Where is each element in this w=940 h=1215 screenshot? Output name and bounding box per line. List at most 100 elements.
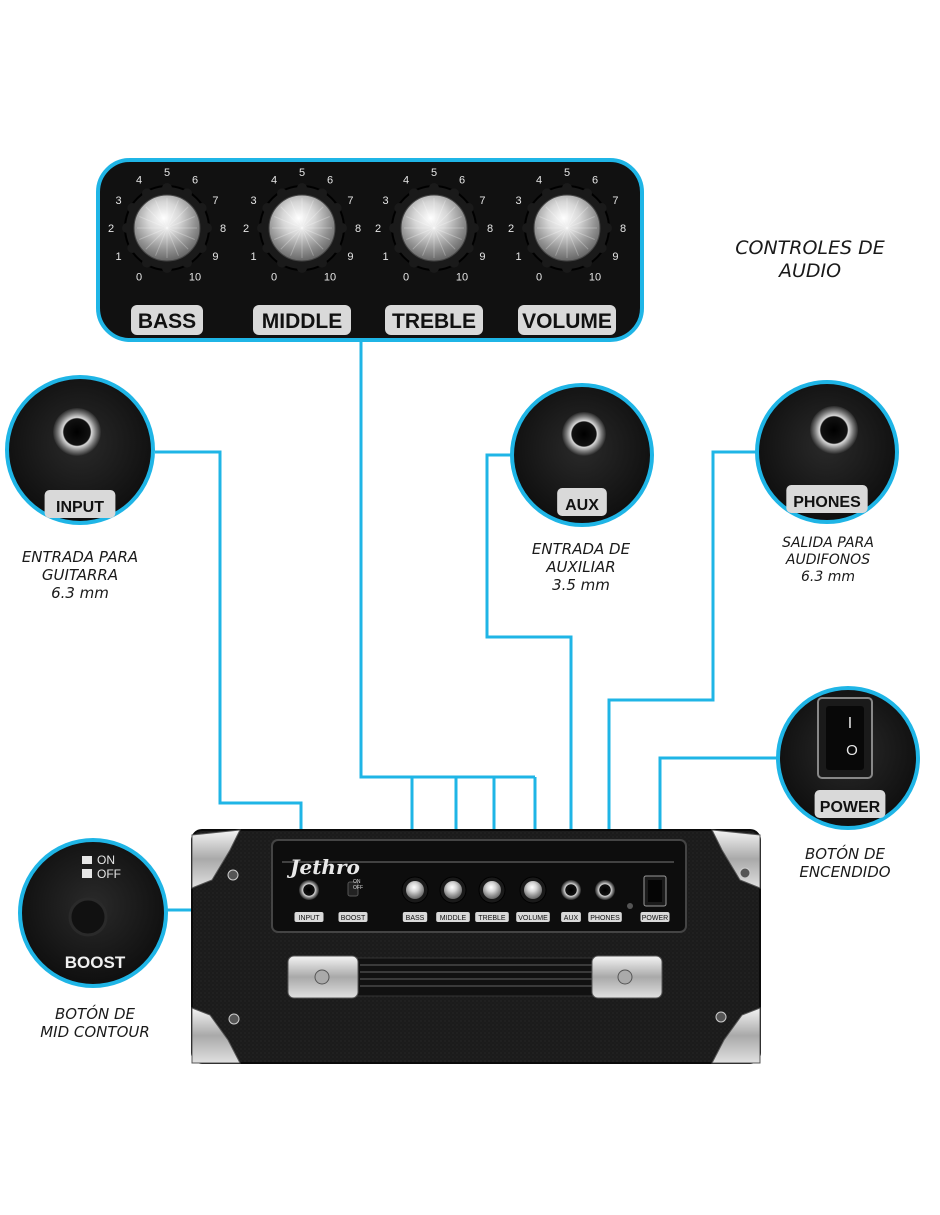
panel-power[interactable]: POWER [640,875,670,922]
panel-middle[interactable]: MIDDLE [436,876,470,922]
input-zoom-circle: INPUT [5,375,155,525]
panel-volume[interactable]: VOLUME [516,876,550,922]
dial-number: 0 [136,271,142,283]
knob-label-plate [131,305,203,335]
dial-number: 5 [164,167,170,179]
dial-number: 9 [347,251,353,263]
dial-number: 1 [115,251,121,263]
aux-zoom-circle: AUX [510,383,654,527]
panel-phones[interactable]: PHONES [588,880,622,922]
jack-icon [561,880,581,900]
dial-number: 8 [487,223,493,235]
panel-label: BASS [406,915,425,922]
panel-label-plate [561,912,581,922]
panel-label: TREBLE [478,915,506,922]
knob-label: BASS [138,310,196,333]
dial-number: 3 [250,195,256,207]
corner-screws [227,867,751,1025]
dial-number: 2 [508,223,514,235]
knob-label: VOLUME [522,310,612,333]
dial-number: 4 [271,175,277,187]
circle-label-plate [814,790,886,818]
panel-label: PHONES [590,915,620,922]
knob-icon [524,881,542,899]
panel-input[interactable]: INPUT [294,880,324,922]
dial-number: 6 [592,175,598,187]
boost-on-label: ON [97,853,115,867]
panel-label-plate [402,912,428,922]
dial-number: 9 [212,251,218,263]
circle-label: BOOST [65,953,126,972]
jack-icon [53,408,101,456]
circle-label: PHONES [793,494,861,511]
circle-label: POWER [820,799,881,816]
dial-number: 6 [459,175,465,187]
dial-number: 7 [212,195,218,207]
svg-text:ON: ON [353,879,361,885]
dial-number: 2 [108,223,114,235]
knob-icon [406,881,424,899]
panel-label: POWER [642,915,668,922]
audio-controls-panel: 012345678910BASS012345678910MIDDLE012345… [96,158,644,342]
boost-button-icon [68,897,108,937]
dial-number: 2 [243,223,249,235]
dial-number: 5 [431,167,437,179]
brand-logo: Jethro [286,855,360,879]
panel-bass[interactable]: BASS [401,876,429,922]
power-zoom-circle: IO POWER [776,686,920,830]
dial-number: 3 [115,195,121,207]
jack-icon [562,412,606,456]
panel-label-plate [436,912,470,922]
dial-number: 7 [479,195,485,207]
circle-label: INPUT [56,499,104,516]
jack-icon [299,880,319,900]
circle-label-plate [786,485,868,513]
dial-number: 9 [479,251,485,263]
panel-label-plate [475,912,509,922]
dial-number: 2 [375,223,381,235]
knob-icon [444,881,462,899]
dial-number: 8 [355,223,361,235]
knob-icon [483,881,501,899]
boost-switch-icon [347,881,359,897]
knob-cap [268,194,336,262]
dial-number: 3 [382,195,388,207]
panel-label: AUX [564,915,579,922]
dial-number: 4 [136,175,142,187]
control-panel [271,839,687,933]
dial-number: 4 [403,175,409,187]
panel-aux[interactable]: AUX [561,880,581,922]
jack-icon [810,406,858,454]
dial-number: 1 [250,251,256,263]
knob-label-plate [385,305,483,335]
dial-number: 0 [536,271,542,283]
dial-number: 3 [515,195,521,207]
dial-number: 4 [536,175,542,187]
panel-label-plate [338,912,368,922]
dial-number: 7 [347,195,353,207]
dial-number: 0 [403,271,409,283]
knob-cap [400,194,468,262]
panel-label: VOLUME [518,915,548,922]
switch-on-mark: I [848,715,852,732]
panel-treble[interactable]: TREBLE [475,876,509,922]
dial-number: 0 [271,271,277,283]
dial-number: 6 [327,175,333,187]
boost-off-label: OFF [97,867,121,881]
switch-off-mark: O [846,742,858,759]
knob-label-plate [518,305,616,335]
dial-number: 8 [620,223,626,235]
dial-number: 10 [456,271,468,283]
phones-connector [607,450,762,873]
panel-label-plate [640,912,670,922]
